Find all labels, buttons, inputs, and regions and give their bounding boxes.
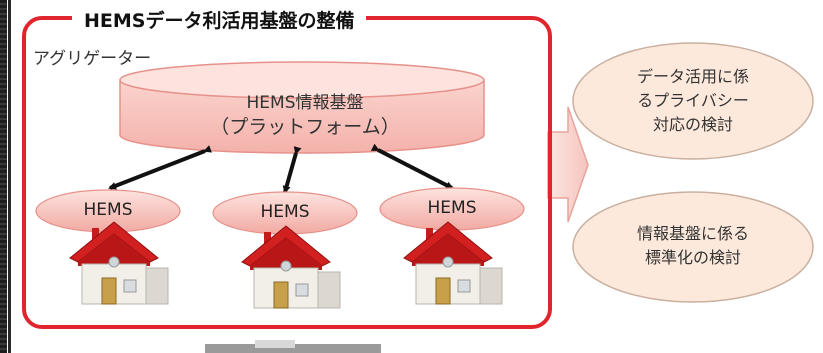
standard-text: 情報基盤に係る 標準化の検討 bbox=[593, 222, 793, 270]
hems-label-1: HEMS bbox=[83, 200, 133, 220]
connection-arrows bbox=[108, 143, 454, 194]
bottom-bar-tab bbox=[255, 340, 295, 348]
standard-line-1: 情報基盤に係る bbox=[636, 224, 749, 243]
side-ellipse-privacy bbox=[572, 42, 814, 160]
hems-label-3: HEMS bbox=[427, 198, 477, 218]
frame-title: HEMSデータ利活用基盤の整備 bbox=[72, 6, 367, 33]
privacy-line-1: データ活用に係 bbox=[636, 67, 749, 86]
hems-label-2: HEMS bbox=[260, 202, 310, 222]
aggregator-label: アグリゲーター bbox=[33, 49, 152, 69]
left-edge-bar bbox=[0, 0, 7, 353]
arrow-center bbox=[282, 146, 302, 194]
bottom-bar bbox=[205, 344, 381, 353]
privacy-line-3: 対応の検討 bbox=[652, 115, 733, 134]
platform-title: HEMS情報基盤 bbox=[246, 93, 364, 113]
side-ellipse-standard bbox=[572, 191, 814, 303]
privacy-text: データ活用に係 るプライバシー 対応の検討 bbox=[593, 65, 793, 137]
platform-subtitle: （プラットフォーム） bbox=[210, 116, 400, 138]
standard-line-2: 標準化の検討 bbox=[644, 248, 741, 267]
right-arrow bbox=[547, 106, 589, 223]
arrow-left bbox=[108, 145, 213, 190]
privacy-line-2: るプライバシー bbox=[637, 91, 749, 110]
platform-cylinder bbox=[119, 61, 485, 154]
arrow-right bbox=[370, 143, 454, 190]
left-edge-line bbox=[8, 0, 11, 353]
